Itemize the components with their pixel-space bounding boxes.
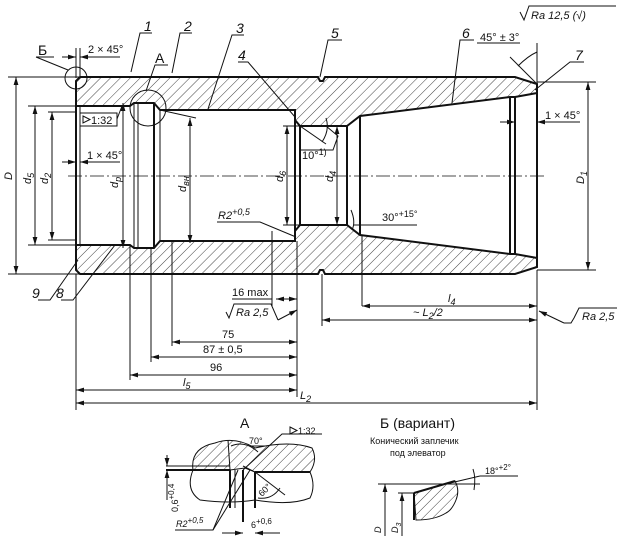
svg-text:9: 9 [32, 285, 40, 301]
cone-angle: 30°+15° [350, 209, 418, 231]
svg-text:l5: l5 [183, 377, 191, 391]
svg-text:d2: d2 [39, 173, 53, 184]
svg-text:7: 7 [575, 47, 584, 63]
svg-text:4: 4 [238, 47, 246, 63]
svg-text:d5: d5 [22, 172, 36, 184]
svg-text:Ra 2,5: Ra 2,5 [236, 307, 269, 319]
svg-text:1 × 45°: 1 × 45° [545, 110, 580, 122]
taper-note: 1:32 [79, 105, 123, 127]
svg-text:D3: D3 [390, 523, 403, 534]
svg-text:10°1): 10°1) [302, 147, 327, 162]
bottom-wall [75, 224, 538, 275]
svg-text:30°+15°: 30°+15° [382, 209, 418, 224]
svg-text:2 × 45°: 2 × 45° [88, 44, 123, 56]
svg-text:D1: D1 [575, 171, 589, 184]
svg-text:6+0,6: 6+0,6 [251, 517, 272, 530]
svg-text:16 max: 16 max [232, 287, 269, 299]
svg-text:Б (вариант): Б (вариант) [380, 415, 455, 431]
finish-mark-top: Ra 12,5 (√) [519, 5, 616, 22]
diameter-dimensions: D d5 d2 dр dвн d6 d4 D1 [3, 76, 596, 275]
coupling-body [68, 76, 545, 275]
svg-text:8: 8 [56, 285, 64, 301]
svg-text:~ L2/2: ~ L2/2 [413, 307, 443, 321]
top-wall [75, 76, 538, 127]
length-dimensions: 16 max Ra 2,5 l4 ~ L2/2 Ra 2,5 75 87 ± 0… [75, 231, 617, 410]
chamfer-right-inner: 1 × 45° [500, 110, 580, 125]
svg-text:l4: l4 [448, 293, 455, 307]
svg-text:70°: 70° [249, 436, 263, 446]
callouts: 1 2 3 4 5 6 7 9 8 [32, 18, 584, 301]
svg-text:D: D [373, 526, 383, 533]
svg-text:D: D [3, 172, 15, 180]
svg-text:Ra 12,5 (√): Ra 12,5 (√) [531, 10, 586, 22]
svg-text:dвн: dвн [177, 176, 191, 192]
svg-text:А: А [240, 415, 250, 431]
svg-text:87 ± 0,5: 87 ± 0,5 [203, 344, 243, 356]
svg-text:2: 2 [183, 18, 192, 34]
svg-text:3: 3 [236, 20, 244, 36]
svg-text:1: 1 [144, 18, 152, 34]
svg-text:L2: L2 [300, 390, 311, 404]
chamfer-right-outer: 45° ± 3° [477, 32, 538, 93]
svg-text:dр: dр [109, 177, 123, 188]
svg-text:R2+0,5: R2+0,5 [176, 516, 204, 529]
svg-text:под элеватор: под элеватор [390, 448, 446, 458]
svg-text:1:32: 1:32 [298, 426, 316, 436]
svg-text:Конический заплечик: Конический заплечик [370, 436, 459, 446]
svg-text:75: 75 [222, 329, 234, 341]
svg-text:0,6+0,4: 0,6+0,4 [167, 483, 180, 512]
svg-text:Б: Б [38, 42, 47, 58]
shoulder-angle: 10°1) [299, 117, 339, 162]
svg-text:d4: d4 [324, 171, 338, 182]
svg-text:45° ± 3°: 45° ± 3° [480, 32, 519, 44]
svg-text:А: А [155, 50, 165, 66]
svg-text:96: 96 [210, 362, 222, 374]
svg-text:6: 6 [462, 25, 470, 41]
svg-text:1 × 45°: 1 × 45° [87, 150, 122, 162]
svg-text:R2+0,5: R2+0,5 [218, 207, 251, 222]
svg-text:5: 5 [331, 25, 339, 41]
svg-text:1:32: 1:32 [91, 115, 112, 127]
svg-text:18°+2°: 18°+2° [485, 463, 511, 476]
chamfer-left-inner: 1 × 45° [62, 150, 122, 165]
detail-a: А 70° 1:32 60° 0,6+0,4 R2+0,5 6+0,6 [164, 415, 322, 536]
detail-b: Б (вариант) Конический заплечик под элев… [370, 415, 518, 536]
svg-text:Ra 2,5: Ra 2,5 [582, 311, 615, 323]
svg-text:d6: d6 [274, 171, 288, 182]
radius-note: R2+0,5 [217, 207, 297, 238]
view-marker-a: А [129, 50, 168, 127]
view-marker-b: Б 2 × 45° [35, 42, 123, 90]
